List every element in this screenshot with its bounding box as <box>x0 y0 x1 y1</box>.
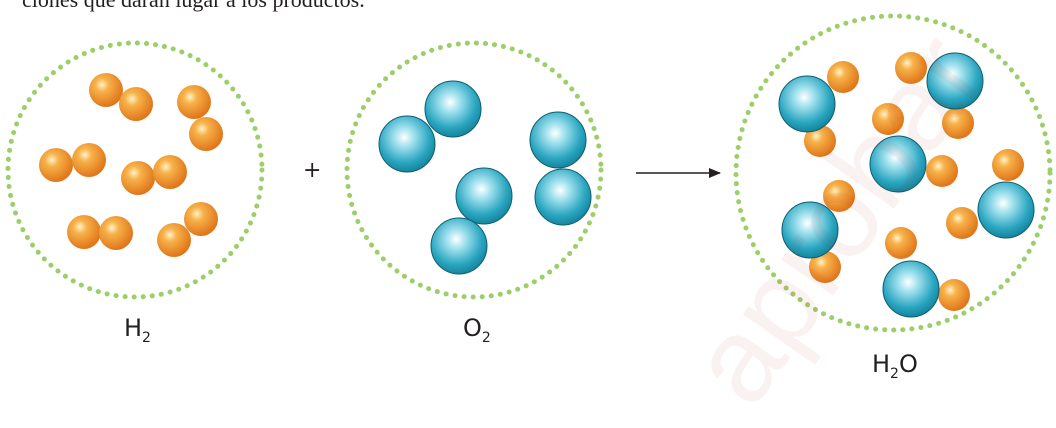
o2-label: O2 <box>463 314 491 346</box>
h2-molecule <box>67 215 133 250</box>
o2-molecules <box>378 80 592 275</box>
caption-text: ciones que darán lugar a los productos. <box>22 0 365 13</box>
o2-label-main: O <box>463 314 482 342</box>
h2-label-main: H <box>124 314 143 342</box>
plus-sign: + <box>303 158 322 183</box>
h2o-molecule <box>946 149 1035 239</box>
h2-molecule <box>89 73 153 121</box>
h2o-label-main: H <box>872 350 891 378</box>
o2-molecule <box>430 167 513 275</box>
o2-container <box>344 40 604 300</box>
o2-molecule <box>529 111 592 226</box>
h2o-molecule <box>882 227 970 318</box>
h2o-molecule <box>895 52 984 139</box>
h2-container <box>5 40 265 300</box>
h2o-molecule <box>778 61 859 157</box>
h2-label: H2 <box>124 314 151 346</box>
o2-molecule <box>378 80 482 173</box>
reaction-diagram <box>5 13 1053 333</box>
h2-molecule <box>121 155 187 195</box>
h2o-molecules <box>778 52 1035 318</box>
h2o-molecule <box>869 103 958 193</box>
h2-molecules <box>39 73 223 257</box>
o2-label-sub: 2 <box>481 330 491 346</box>
h2-molecule <box>177 85 223 151</box>
h2o-label-tail: O <box>898 350 918 378</box>
h2-label-sub: 2 <box>142 330 151 346</box>
h2-molecule <box>39 143 106 182</box>
h2o-container <box>733 13 1053 333</box>
h2-molecule <box>157 202 218 257</box>
h2o-molecule <box>781 180 855 283</box>
h2o-label-sub: 2 <box>890 366 899 382</box>
h2o-label: H2O <box>872 350 918 382</box>
